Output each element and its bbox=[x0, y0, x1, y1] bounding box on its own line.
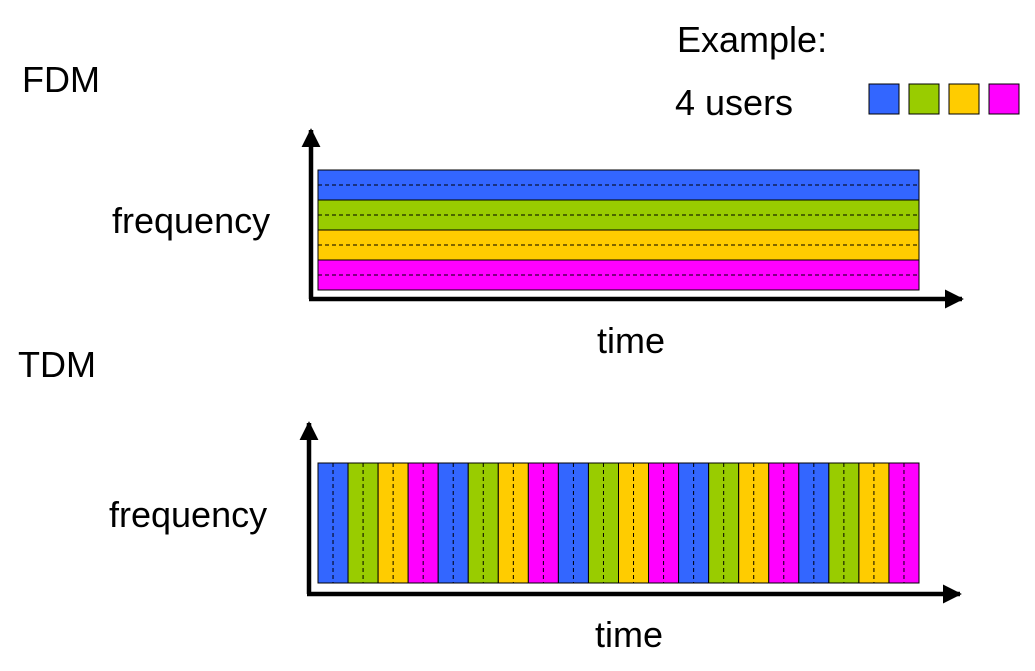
legend-swatch-user-3 bbox=[948, 83, 980, 115]
example-label: Example: bbox=[677, 19, 828, 60]
tdm-title: TDM bbox=[18, 344, 96, 385]
tdm-time-axis-label: time bbox=[595, 614, 664, 655]
fdm-band-user-3 bbox=[317, 229, 920, 261]
tdm-frequency-axis-label: frequency bbox=[109, 494, 268, 535]
legend-swatch-user-1 bbox=[868, 83, 900, 115]
legend-swatch-user-2 bbox=[908, 83, 940, 115]
fdm-band-user-1 bbox=[317, 169, 920, 201]
fdm-frequency-axis-label: frequency bbox=[112, 200, 271, 241]
legend-swatches bbox=[868, 83, 1020, 115]
fdm-band-user-2 bbox=[317, 199, 920, 231]
tdm-slots bbox=[317, 462, 920, 584]
users-count-label: 4 users bbox=[675, 82, 794, 123]
fdm-bands bbox=[317, 169, 920, 291]
fdm-time-axis-label: time bbox=[597, 320, 666, 361]
fdm-title: FDM bbox=[22, 59, 100, 100]
fdm-band-user-4 bbox=[317, 259, 920, 291]
legend-swatch-user-4 bbox=[988, 83, 1020, 115]
fdm-chart bbox=[301, 128, 964, 309]
tdm-chart bbox=[299, 421, 962, 604]
